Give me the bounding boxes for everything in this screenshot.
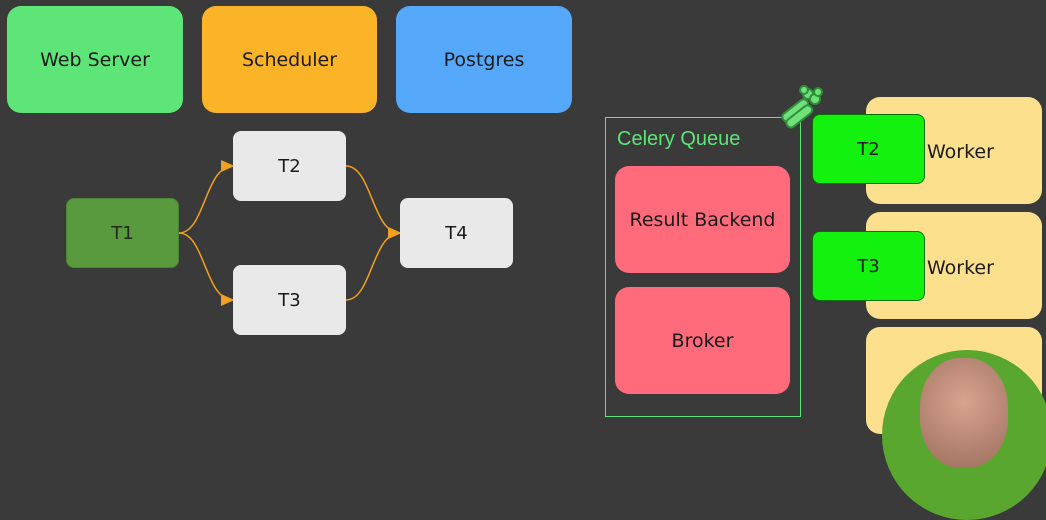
presenter-face — [920, 358, 1008, 468]
celery-icon — [781, 85, 823, 129]
celery-queue-title: Celery Queue — [617, 128, 741, 150]
edge-t1-t2 — [178, 160, 235, 234]
worker-1-label: Worker — [927, 141, 994, 163]
postgres-label: Postgres — [443, 48, 525, 71]
dag-edges — [178, 160, 402, 306]
running-task-t2: T2 — [812, 114, 925, 184]
edge-t3-t4 — [345, 227, 402, 301]
postgres-box: Postgres — [396, 6, 572, 113]
edge-t1-t3 — [178, 232, 235, 306]
scheduler-label: Scheduler — [241, 48, 338, 71]
task-t1: T1 — [66, 198, 179, 268]
task-t4-label: T4 — [445, 222, 468, 244]
task-t1-label: T1 — [111, 222, 134, 244]
task-t2-label: T2 — [278, 155, 301, 177]
web-server-label: Web Server — [40, 48, 150, 71]
broker-box: Broker — [615, 287, 790, 394]
running-task-t3: T3 — [812, 231, 925, 301]
running-task-t3-label: T3 — [857, 255, 880, 277]
scheduler-box: Scheduler — [202, 6, 377, 113]
broker-label: Broker — [671, 329, 734, 352]
running-task-t2-label: T2 — [857, 138, 880, 160]
web-server-box: Web Server — [7, 6, 183, 113]
presenter-avatar — [882, 350, 1046, 520]
task-t3-label: T3 — [278, 289, 301, 311]
task-t2: T2 — [233, 131, 346, 201]
result-backend-box: Result Backend — [615, 166, 790, 273]
worker-2-label: Worker — [927, 257, 994, 279]
task-t4: T4 — [400, 198, 513, 268]
task-t3: T3 — [233, 265, 346, 335]
edge-t2-t4 — [345, 165, 402, 239]
result-backend-label: Result Backend — [629, 208, 776, 231]
